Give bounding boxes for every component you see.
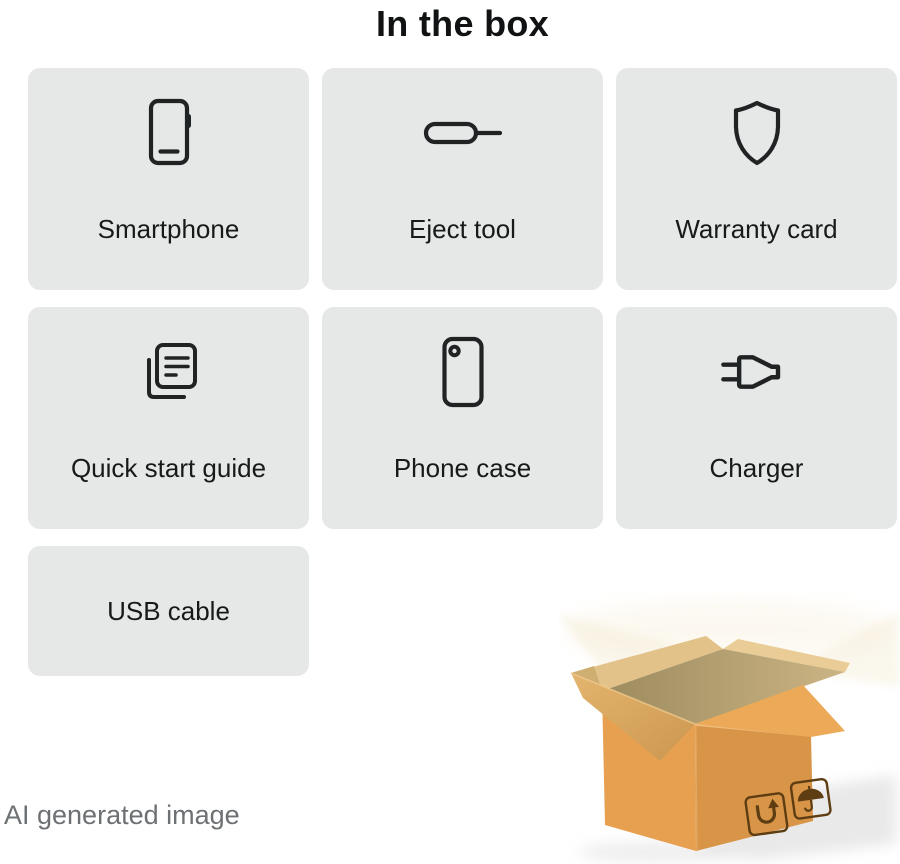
guide-booklet-icon [137, 334, 201, 410]
card-warranty-card: Warranty card [616, 68, 897, 290]
item-label: Quick start guide [70, 453, 267, 483]
box-right-flap [695, 685, 845, 737]
eject-tool-icon [423, 95, 503, 171]
item-label: Warranty card [675, 214, 838, 244]
charger-plug-icon [720, 334, 793, 410]
phone-case-icon [427, 334, 499, 410]
card-smartphone: Smartphone [28, 68, 309, 290]
item-label: USB cable [107, 596, 230, 626]
card-quick-start-guide: Quick start guide [28, 307, 309, 529]
item-label: Charger [709, 453, 804, 483]
umbrella-keep-dry-stamp [789, 777, 832, 820]
item-grid: Smartphone Eject tool Warranty card [28, 68, 897, 676]
item-label: Phone case [393, 453, 532, 483]
u-arrow-stamp [744, 792, 789, 837]
item-label: Smartphone [97, 214, 240, 244]
smartphone-icon [133, 95, 205, 171]
box-right-face [695, 724, 813, 851]
ai-generated-note: AI generated image [4, 800, 240, 830]
card-usb-cable: USB cable [28, 546, 309, 676]
box-cast-shadow [578, 775, 896, 863]
card-charger: Charger [616, 307, 897, 529]
card-eject-tool: Eject tool [322, 68, 603, 290]
box-left-face [602, 691, 696, 851]
shield-icon [731, 95, 783, 171]
shipping-stamps [744, 777, 832, 837]
item-label: Eject tool [409, 214, 516, 244]
box-front-left-flap [571, 673, 695, 761]
card-phone-case: Phone case [322, 307, 603, 529]
page-title: In the box [376, 3, 549, 44]
